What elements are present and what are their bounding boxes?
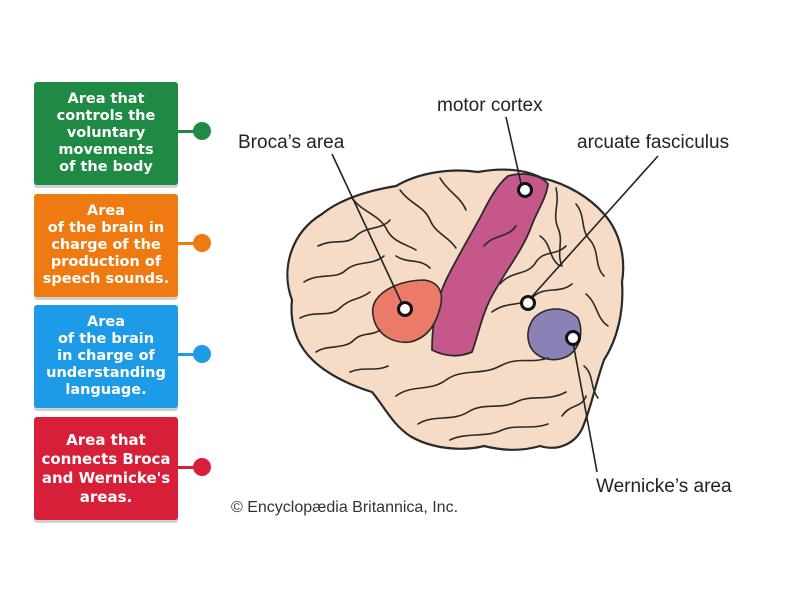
drop-target-motor-cortex[interactable]	[517, 182, 533, 198]
label-motor-cortex: motor cortex	[437, 95, 543, 116]
leader-lines	[331, 116, 659, 473]
card-motor-cortex-description[interactable]: Area that controls the voluntary movemen…	[34, 82, 178, 185]
copyright-notice: © Encyclopædia Britannica, Inc.	[231, 499, 459, 516]
label-brocas-area: Broca’s area	[238, 132, 345, 153]
card-arcuate-fasciculus-description[interactable]: Area that connects Broca and Wernicke's …	[34, 417, 178, 520]
card-brocas-area-description[interactable]: Area of the brain in charge of the produ…	[34, 194, 178, 297]
card-connector-stem	[178, 242, 196, 245]
drop-target-wernickes-area[interactable]	[565, 330, 581, 346]
gyri-lines	[299, 177, 609, 441]
drop-target-brocas-area[interactable]	[397, 301, 413, 317]
answer-cards: Area that controls the voluntary movemen…	[0, 0, 220, 600]
card-connector-dot[interactable]	[193, 122, 211, 140]
card-connector-dot[interactable]	[193, 458, 211, 476]
drop-target-arcuate-fasciculus[interactable]	[520, 295, 536, 311]
card-connector-stem	[178, 130, 196, 133]
card-connector-dot[interactable]	[193, 234, 211, 252]
card-connector-dot[interactable]	[193, 345, 211, 363]
motor-cortex-region	[431, 173, 549, 357]
wernickes-area-region	[527, 308, 582, 361]
label-wernickes-area: Wernicke’s area	[596, 476, 732, 497]
card-connector-stem	[178, 353, 196, 356]
card-wernickes-area-description[interactable]: Area of the brain in charge of understan…	[34, 305, 178, 408]
label-arcuate-fasciculus: arcuate fasciculus	[577, 132, 730, 153]
card-connector-stem	[178, 466, 196, 469]
